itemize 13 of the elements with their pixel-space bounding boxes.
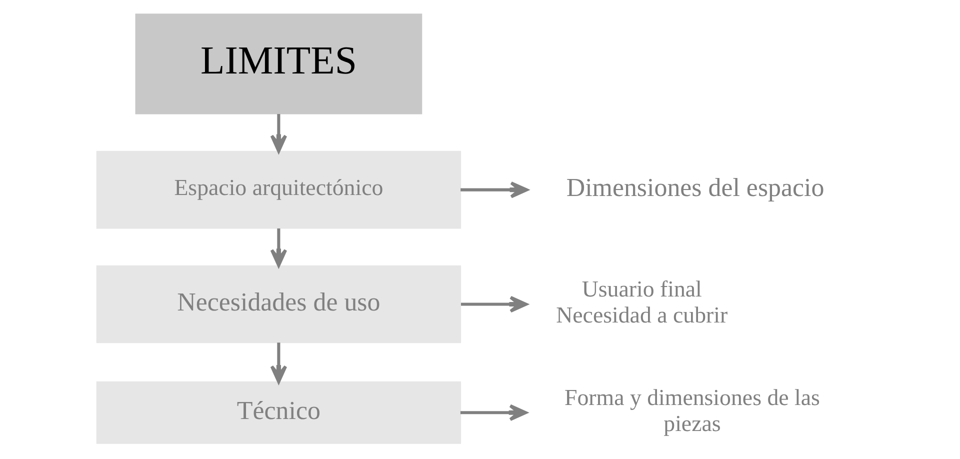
node-text: Dimensiones del espacio [566,173,824,202]
arrow [270,342,287,384]
arrow [460,404,527,421]
arrow [270,228,287,267]
node-box: Espacio arquitectónico [96,150,461,229]
node-text: Usuario final Necesidad a cubrir [556,276,728,328]
node-text: Forma y dimensiones de las piezas [564,384,820,436]
node-box: LIMITES [134,14,422,114]
node-box: Necesidades de uso [96,265,461,344]
arrow [460,296,528,313]
node-box: Técnico [96,381,461,444]
arrow [460,181,528,198]
arrow [270,114,287,153]
